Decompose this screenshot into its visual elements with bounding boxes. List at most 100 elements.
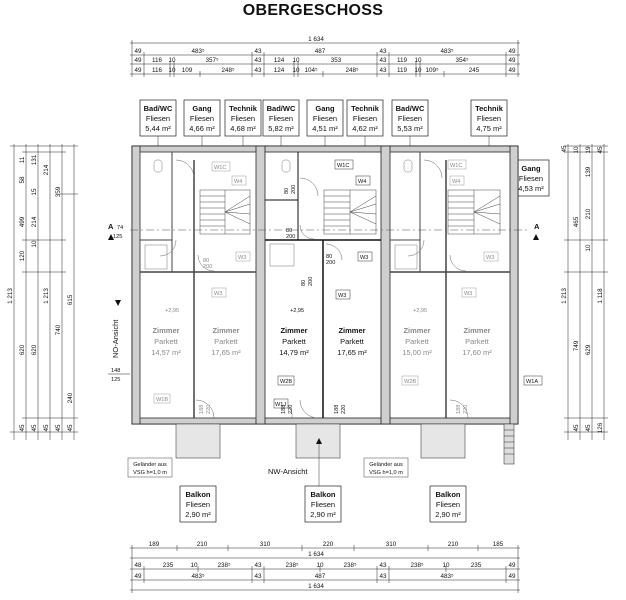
dim: 49 (134, 48, 142, 55)
dim: 1 213 (561, 288, 568, 304)
dim: 1 118 (597, 288, 604, 304)
room-area: 14,79 m² (279, 348, 309, 357)
dim: 1 213 (43, 288, 50, 304)
room-area: 2,90 m² (185, 510, 211, 519)
door-width: 188 (334, 405, 340, 414)
dim: 45 (561, 145, 568, 153)
dim: 109⁵ (425, 67, 439, 74)
door-height: 200 (326, 260, 335, 266)
bottom-total-dim: 1 634 (308, 583, 324, 590)
dim: 116 (152, 67, 163, 74)
dim: 238⁵ (217, 562, 231, 569)
dim: 245 (469, 67, 480, 74)
room-floor: Fliesen (519, 174, 543, 183)
dim: 43 (254, 562, 262, 569)
room-area: 14,57 m² (151, 348, 181, 357)
dim: 124 (274, 57, 285, 64)
room-name: Zimmer (403, 326, 430, 335)
room-name: Technik (475, 104, 504, 113)
dim: 45 (573, 424, 580, 432)
dim: 354⁵ (455, 57, 469, 64)
right-dimension-text: 1 213 45 10 19 139 45 465 210 10 1 118 7… (561, 145, 604, 433)
spot-height: +2,95 (290, 308, 304, 314)
room-name: Bad/WC (396, 104, 425, 113)
room-name: Gang (192, 104, 212, 113)
dim: 45 (43, 424, 50, 432)
section-label-right: A (534, 222, 540, 231)
dim: 629 (585, 344, 592, 355)
dim: 43 (254, 67, 262, 74)
room-area: 5,53 m² (397, 124, 423, 133)
section-line: A 74 125 A (108, 222, 540, 240)
door-width: 188 (456, 405, 462, 414)
window-tag: W3 (238, 255, 246, 261)
dim: 43 (254, 573, 262, 580)
dim: 120 (19, 250, 26, 261)
dim: 131 (31, 154, 38, 165)
room-floor: Fliesen (311, 500, 335, 509)
left-dimension-text: 1 213 11 58 499 120 620 45 131 15 214 10… (7, 154, 74, 431)
dim: 465 (573, 216, 580, 227)
door-height: 220 (288, 405, 294, 414)
room-area: 17,65 m² (337, 348, 367, 357)
dim: 11 (19, 156, 26, 163)
room-floor: Fliesen (398, 114, 422, 123)
room-floor: Parkett (214, 337, 239, 346)
window-tag: W1C (337, 163, 349, 169)
left-side-annotations: NO-Ansicht 148 125 (108, 300, 130, 383)
dim: 49 (508, 573, 516, 580)
view-arrow-icon (316, 438, 322, 444)
balconies (175, 423, 515, 465)
dim: 10 (573, 146, 580, 154)
dim: 43 (254, 57, 262, 64)
window-tag: W2B (404, 379, 416, 385)
dim: 749 (573, 340, 580, 351)
dim: 238⁵ (343, 562, 357, 569)
room-name: Balkon (310, 490, 335, 499)
room-floor: Fliesen (186, 500, 210, 509)
door-size-tags: 80 200 80 200 80 200 80 200 80 200 188 2… (199, 185, 469, 414)
room-name: Gang (521, 164, 541, 173)
dim: 310 (260, 541, 271, 548)
dim: 620 (31, 344, 38, 355)
dim: 235 (163, 562, 174, 569)
door-width: 80 (203, 258, 209, 264)
window-tag: W1A (526, 379, 538, 385)
top-room-labels (139, 99, 550, 197)
room-name: Gang (315, 104, 335, 113)
top-dimension-chains (130, 40, 520, 77)
section-level-bottom: 125 (113, 234, 122, 240)
dim: 45 (55, 424, 62, 432)
dim: 15 (31, 188, 38, 196)
dim: 45 (67, 424, 74, 432)
dim: 43 (254, 48, 262, 55)
railing-line1: Geländer aus (369, 462, 403, 468)
dim: 487 (315, 573, 326, 580)
dim: 10 (292, 67, 300, 74)
room-area: 4,66 m² (189, 124, 215, 133)
left-dimension-chains (10, 144, 78, 440)
door-width: 188 (281, 405, 287, 414)
sanitary-fixtures (144, 159, 418, 270)
dim: 45 (31, 424, 38, 432)
dim: 483⁵ (440, 48, 454, 55)
room-floor: Parkett (340, 337, 365, 346)
window-tag: W4 (452, 179, 460, 185)
room-area: 5,82 m² (268, 124, 294, 133)
dim: 240 (67, 392, 74, 403)
dim: 10 (168, 67, 176, 74)
door-height: 200 (203, 264, 212, 270)
dim: 10 (316, 562, 324, 569)
dim: 58 (19, 176, 26, 184)
room-floor: Parkett (465, 337, 490, 346)
bottom-dimension-chains (130, 545, 520, 593)
section-level-top: 74 (117, 225, 123, 231)
dim: 487 (315, 48, 326, 55)
dim: 43 (379, 562, 387, 569)
dim: 220 (323, 541, 334, 548)
dim: 104⁵ (304, 67, 318, 74)
room-floor: Fliesen (269, 114, 293, 123)
spot-height: +2,95 (165, 308, 179, 314)
window-tag: W4 (358, 179, 366, 185)
